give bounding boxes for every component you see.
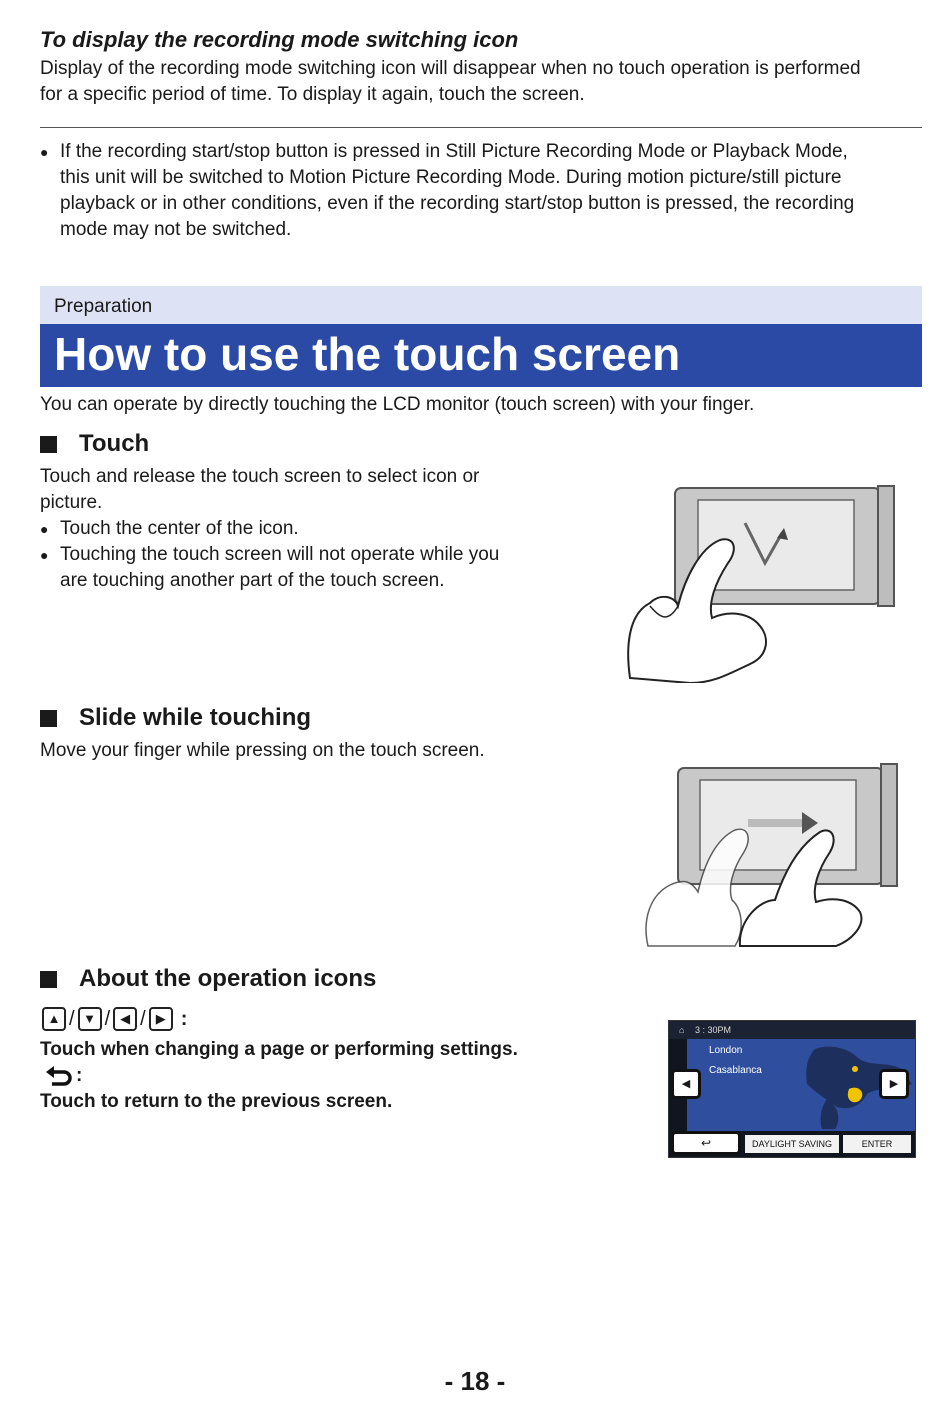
back-icon <box>46 1066 72 1086</box>
left-arrow-icon: ◀ <box>113 1007 138 1031</box>
world-time-screen: ⌂ 3 : 30PM London Casablanca ◀ ▶ ↩ DAYLI… <box>668 1020 916 1158</box>
text-line: Touch and release the touch screen to se… <box>40 466 480 487</box>
intro-text: You can operate by directly touching the… <box>40 394 755 415</box>
bullet-icon: ● <box>40 521 49 537</box>
touch-heading: Touch <box>40 430 149 458</box>
touch-heading-text: Touch <box>79 430 150 457</box>
section-heading-switching-icon: To display the recording mode switching … <box>40 27 519 52</box>
switching-icon-text: Display of the recording mode switching … <box>40 56 861 108</box>
page-title: How to use the touch screen <box>54 328 681 380</box>
arrow-icons-row: ▲ / ▼ / ◀ / ▶ : <box>42 1005 190 1033</box>
arrows-description: Touch when changing a page or performing… <box>40 1039 518 1060</box>
note-bullet: ● If the recording start/stop button is … <box>40 139 930 243</box>
text-line: Display of the recording mode switching … <box>40 58 861 79</box>
title-band <box>40 324 922 387</box>
category-band <box>40 286 922 324</box>
bullet-icon: ● <box>40 144 49 160</box>
screen-header: ⌂ 3 : 30PM <box>669 1021 915 1039</box>
text-line: for a specific period of time. To displa… <box>40 84 585 105</box>
slide-illustration <box>645 763 898 947</box>
right-arrow-button[interactable]: ▶ <box>879 1069 909 1099</box>
home-icon: ⌂ <box>679 1025 685 1035</box>
text-line: mode may not be switched. <box>60 219 292 240</box>
page-number: - 18 - <box>444 1366 506 1396</box>
text-line: If the recording start/stop button is pr… <box>60 141 848 162</box>
slide-text: Move your finger while pressing on the t… <box>40 740 485 761</box>
left-arrow-button[interactable]: ◀ <box>671 1069 701 1099</box>
text-line: playback or in other conditions, even if… <box>60 193 855 214</box>
up-arrow-icon: ▲ <box>42 1007 66 1031</box>
right-arrow-icon: ▶ <box>148 1007 173 1031</box>
city-london: London <box>709 1045 743 1056</box>
colon: : <box>76 1065 83 1086</box>
back-button[interactable]: ↩ <box>671 1131 741 1155</box>
map-graphic <box>806 1046 912 1129</box>
slash-separator: / <box>104 1007 111 1030</box>
category-label: Preparation <box>54 296 153 317</box>
text-line: picture. <box>40 492 103 513</box>
bullet-icon: ● <box>40 547 49 563</box>
divider <box>40 127 922 128</box>
square-bullet-icon <box>40 970 57 988</box>
icons-heading: About the operation icons <box>40 965 376 993</box>
city-casablanca: Casablanca <box>709 1065 762 1076</box>
colon: : <box>180 1007 188 1030</box>
text-line: Touch the center of the icon. <box>60 518 299 539</box>
icons-heading-text: About the operation icons <box>79 965 377 992</box>
text-line: this unit will be switched to Motion Pic… <box>60 167 842 188</box>
screen-time: 3 : 30PM <box>694 1025 731 1035</box>
slash-separator: / <box>69 1007 75 1030</box>
slide-heading-text: Slide while touching <box>79 704 312 731</box>
down-arrow-icon: ▼ <box>77 1007 102 1031</box>
world-map: London Casablanca <box>687 1039 915 1131</box>
back-description: Touch to return to the previous screen. <box>40 1091 393 1112</box>
touch-illustration <box>627 485 895 683</box>
slide-heading: Slide while touching <box>40 704 311 732</box>
daylight-saving-button[interactable]: DAYLIGHT SAVING <box>745 1135 839 1153</box>
square-bullet-icon <box>40 709 57 727</box>
text-line: are touching another part of the touch s… <box>60 570 445 591</box>
back-icon-row: : <box>44 1063 82 1089</box>
square-bullet-icon <box>40 435 57 453</box>
slash-separator: / <box>140 1007 146 1030</box>
touch-text: Touch and release the touch screen to se… <box>40 464 560 594</box>
text-line: Touching the touch screen will not opera… <box>60 544 500 565</box>
enter-button[interactable]: ENTER <box>843 1135 911 1153</box>
